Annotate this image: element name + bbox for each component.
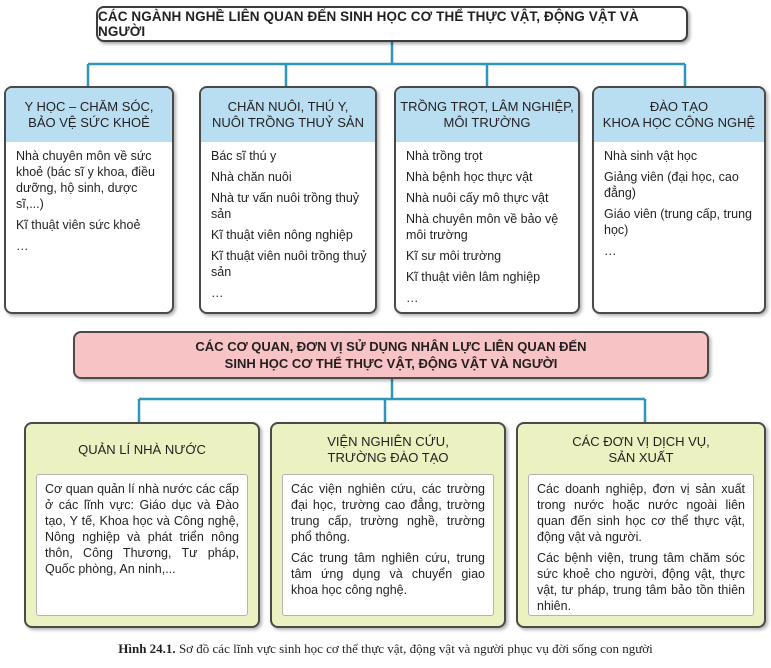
career-column-medicine: Y HỌC – CHĂM SÓC,BẢO VỆ SỨC KHOẺ Nhà chu…: [4, 86, 174, 314]
agencies-title-line: SINH HỌC CƠ THỂ THỰC VẬT, ĐỘNG VẬT VÀ NG…: [224, 356, 558, 371]
list-item: Kĩ thuật viên nông nghiệp: [211, 228, 353, 242]
agencies-title: CÁC CƠ QUAN, ĐƠN VỊ SỬ DỤNG NHÂN LỰC LIÊ…: [73, 331, 709, 379]
list-item: …: [211, 286, 224, 300]
list-item: Các bệnh viện, trung tâm chăm sóc sức kh…: [537, 551, 745, 613]
list-item: Kĩ thuật viên lâm nghiệp: [406, 270, 541, 284]
list-item: Giáo viên (trung cấp, trung học): [604, 207, 752, 237]
list-item: Nhà nuôi cấy mô thực vật: [406, 191, 549, 205]
column-heading: CHĂN NUÔI, THÚ Y,NUÔI TRỒNG THUỶ SẢN: [201, 88, 375, 142]
caption-text: Sơ đồ các lĩnh vực sinh học cơ thể thực …: [175, 641, 653, 656]
heading-line: BẢO VỆ SỨC KHOẺ: [28, 115, 150, 130]
list-item: Bác sĩ thú y: [211, 149, 277, 163]
heading-line: MÔI TRƯỜNG: [443, 115, 531, 130]
agency-heading: CÁC ĐƠN VỊ DỊCH VỤ,SẢN XUẤT: [518, 432, 764, 468]
list-item: Nhà chuyên môn về sức khoẻ (bác sĩ y kho…: [16, 149, 155, 211]
list-item: Nhà trồng trọt: [406, 149, 483, 163]
list-item: Nhà sinh vật học: [604, 149, 698, 163]
agency-body: Các viện nghiên cứu, các trường đại học,…: [282, 474, 494, 616]
heading-line: TRƯỜNG ĐÀO TẠO: [327, 450, 449, 465]
heading-line: SẢN XUẤT: [608, 450, 674, 465]
list-item: Kĩ thuật viên sức khoẻ: [16, 218, 141, 232]
heading-line: VIỆN NGHIÊN CỨU,: [327, 434, 449, 449]
figure-caption: Hình 24.1. Sơ đồ các lĩnh vực sinh học c…: [0, 641, 771, 657]
list-item: …: [16, 239, 29, 253]
agency-body: Các doanh nghiệp, đơn vị sản xuất trong …: [528, 474, 754, 616]
list-item: Giảng viên (đại học, cao đẳng): [604, 170, 739, 200]
column-heading: Y HỌC – CHĂM SÓC,BẢO VỆ SỨC KHOẺ: [6, 88, 172, 142]
heading-line: TRỒNG TRỌT, LÂM NGHIỆP,: [400, 99, 574, 114]
list-item: Các trung tâm nghiên cứu, trung tâm ứng …: [291, 551, 485, 597]
list-item: …: [406, 291, 419, 305]
list-item: Các viện nghiên cứu, các trường đại học,…: [291, 482, 485, 544]
heading-line: NUÔI TRỒNG THUỶ SẢN: [212, 115, 364, 130]
diagram-title: CÁC NGÀNH NGHỀ LIÊN QUAN ĐẾN SINH HỌC CƠ…: [96, 6, 688, 42]
list-item: Nhà chuyên môn về bảo vệ môi trường: [406, 212, 559, 242]
list-item: …: [604, 244, 617, 258]
list-item: Nhà bệnh học thực vật: [406, 170, 533, 184]
list-item: Kĩ thuật viên nuôi trồng thuỷ sản: [211, 249, 367, 279]
list-item: Nhà chăn nuôi: [211, 170, 292, 184]
agency-body: Cơ quan quản lí nhà nước các cấp ở các l…: [36, 474, 248, 616]
heading-line: ĐÀO TẠO: [649, 99, 709, 114]
caption-label: Hình 24.1.: [118, 641, 176, 656]
heading-line: CHĂN NUÔI, THÚ Y,: [227, 99, 349, 114]
agency-heading: QUẢN LÍ NHÀ NƯỚC: [26, 432, 258, 468]
list-item: Cơ quan quản lí nhà nước các cấp ở các l…: [45, 482, 239, 576]
career-column-livestock: CHĂN NUÔI, THÚ Y,NUÔI TRỒNG THUỶ SẢN Bác…: [199, 86, 377, 314]
agency-heading: VIỆN NGHIÊN CỨU,TRƯỜNG ĐÀO TẠO: [272, 432, 504, 468]
agency-box-services-production: CÁC ĐƠN VỊ DỊCH VỤ,SẢN XUẤT Các doanh ng…: [516, 422, 766, 628]
agency-box-research-institutes: VIỆN NGHIÊN CỨU,TRƯỜNG ĐÀO TẠO Các viện …: [270, 422, 506, 628]
agencies-title-line: CÁC CƠ QUAN, ĐƠN VỊ SỬ DỤNG NHÂN LỰC LIÊ…: [195, 339, 587, 354]
heading-line: CÁC ĐƠN VỊ DỊCH VỤ,: [572, 434, 710, 449]
list-item: Các doanh nghiệp, đơn vị sản xuất trong …: [537, 482, 745, 544]
list-item: Kĩ sư môi trường: [406, 249, 502, 263]
heading-line: KHOA HỌC CÔNG NGHỆ: [602, 115, 756, 130]
heading-line: Y HỌC – CHĂM SÓC,: [24, 99, 154, 114]
agency-box-state-management: QUẢN LÍ NHÀ NƯỚC Cơ quan quản lí nhà nướ…: [24, 422, 260, 628]
career-column-agriculture: TRỒNG TRỌT, LÂM NGHIỆP,MÔI TRƯỜNG Nhà tr…: [394, 86, 580, 314]
list-item: Nhà tư vấn nuôi trồng thuỷ sản: [211, 191, 360, 221]
column-heading: TRỒNG TRỌT, LÂM NGHIỆP,MÔI TRƯỜNG: [396, 88, 578, 142]
heading-line: QUẢN LÍ NHÀ NƯỚC: [78, 442, 206, 457]
